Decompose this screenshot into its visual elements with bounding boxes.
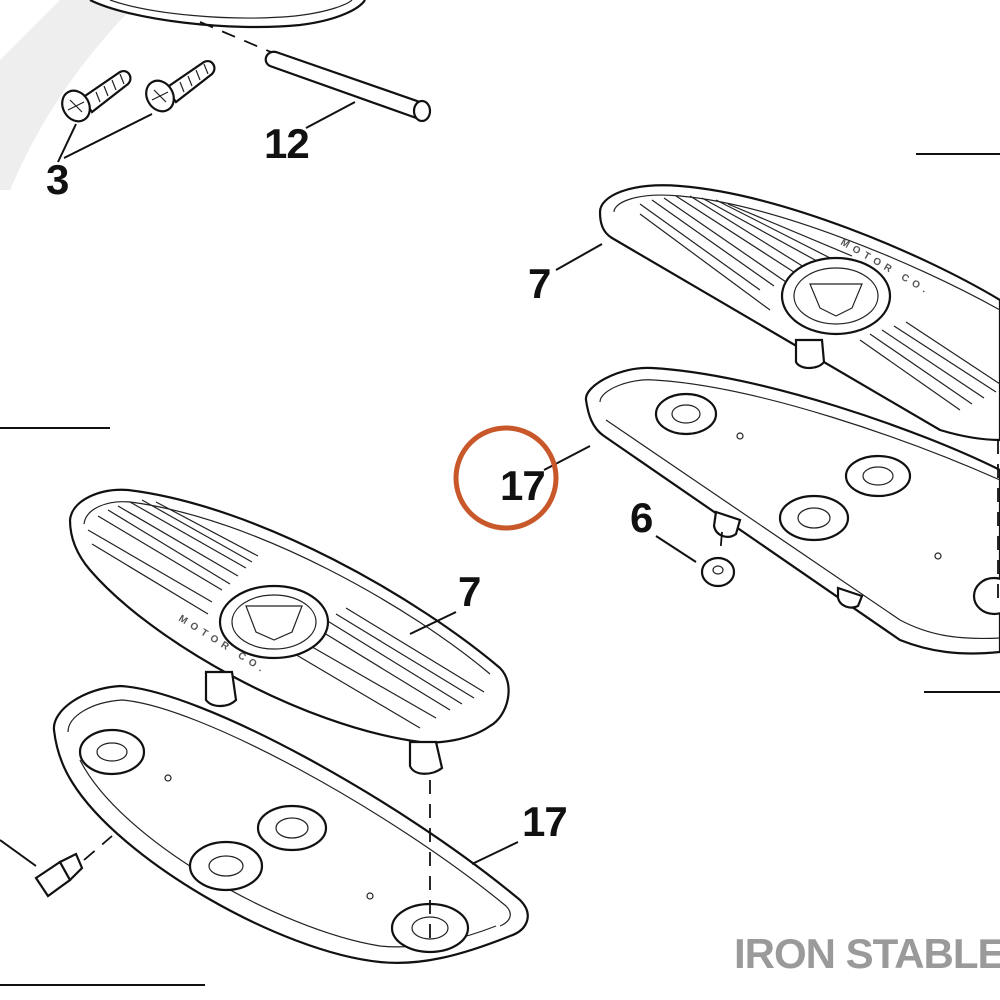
brand-watermark: IRON STABLE: [734, 930, 1000, 977]
upper-pan-part: [584, 366, 1000, 655]
grommet-part: [700, 556, 736, 588]
callout-17-lower: 17: [522, 798, 567, 845]
leader-line: [57, 123, 77, 163]
leader-line: [305, 101, 356, 129]
callout-12: 12: [264, 120, 309, 167]
fastener-part: [34, 852, 84, 898]
upper-floorboard-part: MOTOR CO.: [598, 184, 1000, 442]
board-ribs: [639, 195, 1000, 411]
callout-3: 3: [46, 156, 68, 203]
callout-6: 6: [630, 494, 652, 541]
upper-cover-part: [89, 0, 366, 29]
leader-line: [63, 113, 153, 159]
leader-line: [471, 841, 519, 865]
screw-part: [145, 60, 216, 113]
leader-line: [555, 243, 603, 271]
callout-7-upper: 7: [528, 260, 550, 307]
leader-line: [0, 839, 37, 867]
leader-line: [543, 445, 591, 471]
lower-floorboard-part: MOTOR CO.: [68, 488, 510, 775]
callout-17-highlighted: 17: [500, 462, 545, 509]
pin-part: [264, 50, 432, 123]
assembly-line: [719, 531, 723, 557]
highlight-circle: [453, 425, 559, 531]
leader-line: [409, 611, 457, 635]
screw-part: [61, 70, 132, 123]
assembly-line: [83, 835, 113, 861]
leader-line: [655, 535, 697, 563]
board-ribs: [87, 499, 485, 729]
watermark-shape: [0, 0, 140, 190]
lower-pan-part: [52, 684, 529, 964]
callout-7-lower: 7: [458, 568, 480, 615]
